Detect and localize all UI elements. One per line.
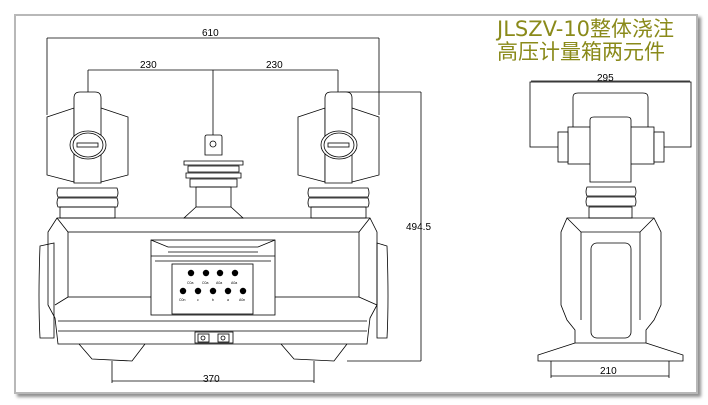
side-base bbox=[537, 342, 684, 362]
dim-label-295: 295 bbox=[597, 73, 614, 84]
dim-height: 494.5 bbox=[340, 91, 431, 362]
dim-label-494-5: 494.5 bbox=[406, 222, 431, 233]
terminal-label: A0a bbox=[216, 281, 222, 285]
dim-label-370: 370 bbox=[203, 374, 220, 385]
terminal-icon bbox=[194, 287, 202, 295]
terminal-label: b bbox=[212, 298, 214, 302]
dim-bushing-spacing: 230 230 bbox=[87, 60, 339, 140]
terminal-icon bbox=[202, 269, 210, 277]
right-bushing bbox=[297, 91, 380, 219]
dim-label-610: 610 bbox=[202, 28, 219, 39]
ground-terminal bbox=[194, 331, 234, 344]
main-body bbox=[47, 217, 378, 345]
terminal-icon bbox=[187, 269, 195, 277]
title-line-1: JLSZV-10整体浇注 bbox=[497, 17, 675, 41]
front-view: C0a C0a A0a A0a C0n c b a A0n bbox=[38, 91, 389, 362]
dim-foot-spacing: 370 bbox=[111, 361, 315, 385]
terminal-box bbox=[171, 263, 254, 315]
right-foot bbox=[280, 343, 348, 362]
dim-label-210: 210 bbox=[600, 366, 617, 377]
terminal-label: C0a bbox=[187, 281, 193, 285]
terminal-row-2: C0n c b a A0n bbox=[179, 287, 247, 302]
terminal-icon bbox=[216, 269, 224, 277]
terminal-label: C0a bbox=[202, 281, 208, 285]
terminal-icon bbox=[239, 287, 247, 295]
dim-side-width: 295 bbox=[531, 73, 690, 84]
dim-overall-width: 610 bbox=[46, 28, 380, 115]
center-insulator bbox=[182, 134, 245, 219]
left-foot bbox=[78, 343, 146, 362]
right-ear bbox=[376, 242, 389, 339]
terminal-icon bbox=[224, 287, 232, 295]
terminal-housing bbox=[150, 239, 276, 316]
terminal-label: a bbox=[227, 298, 229, 302]
dim-side-base: 210 bbox=[550, 361, 670, 378]
left-ear bbox=[38, 242, 55, 339]
dim-label-230-right: 230 bbox=[266, 60, 283, 71]
title-line-2: 高压计量箱两元件 bbox=[497, 40, 665, 64]
side-view: 295 210 bbox=[529, 73, 692, 378]
terminal-label: A0a bbox=[231, 281, 237, 285]
left-bushing bbox=[46, 91, 129, 219]
terminal-label: c bbox=[197, 298, 199, 302]
terminal-icon bbox=[179, 287, 187, 295]
dim-label-230-left: 230 bbox=[140, 60, 157, 71]
terminal-label: C0n bbox=[179, 298, 185, 302]
terminal-icon bbox=[209, 287, 217, 295]
terminal-icon bbox=[231, 269, 239, 277]
drawing-title: JLSZV-10整体浇注 高压计量箱两元件 bbox=[497, 18, 674, 64]
terminal-row-1: C0a C0a A0a A0a bbox=[187, 269, 239, 285]
terminal-label: A0n bbox=[239, 298, 245, 302]
